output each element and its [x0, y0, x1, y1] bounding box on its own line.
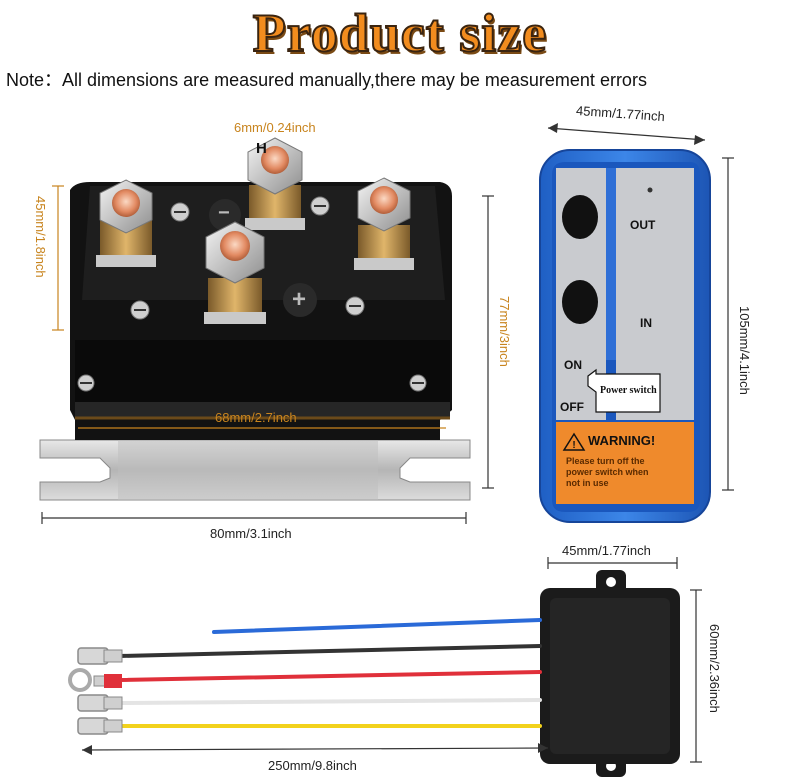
solenoid-height-label: 45mm/1.8inch	[33, 196, 48, 278]
page-title: Product size	[252, 2, 548, 64]
svg-text:!: !	[572, 440, 575, 451]
remote-in-label: IN	[640, 316, 652, 330]
terminal-h-symbol: H	[256, 140, 267, 157]
solenoid-side-height-label: 77mm/3inch	[497, 296, 512, 367]
receiver-illustration	[68, 557, 702, 777]
solenoid-width-label: 80mm/3.1inch	[210, 526, 292, 541]
wire-length-label: 250mm/9.8inch	[268, 758, 357, 773]
terminal-size-label: 6mm/0.24inch	[234, 120, 316, 135]
measurement-note: Note：All dimensions are measured manuall…	[6, 70, 647, 90]
solenoid-illustration	[39, 137, 494, 524]
remote-on-label: ON	[564, 358, 582, 372]
remote-warning-line-3: not in use	[566, 478, 609, 488]
remote-power-switch-label: Power switch	[600, 385, 657, 396]
negative-symbol: −	[218, 202, 230, 224]
remote-height-label: 105mm/4.1inch	[737, 306, 752, 395]
receiver-height-label: 60mm/2.36inch	[707, 624, 722, 713]
remote-warning-title: WARNING!	[588, 433, 656, 448]
receiver-width-label: 45mm/1.77inch	[562, 543, 651, 558]
remote-warning-line-1: Please turn off the	[566, 456, 645, 466]
positive-symbol: +	[292, 286, 307, 313]
solenoid-inner-width-label: 68mm/2.7inch	[215, 410, 297, 425]
remote-warning-line-2: power switch when	[566, 467, 649, 477]
remote-off-label: OFF	[560, 400, 584, 414]
remote-out-label: OUT	[630, 218, 656, 232]
remote-illustration: !	[539, 123, 734, 523]
